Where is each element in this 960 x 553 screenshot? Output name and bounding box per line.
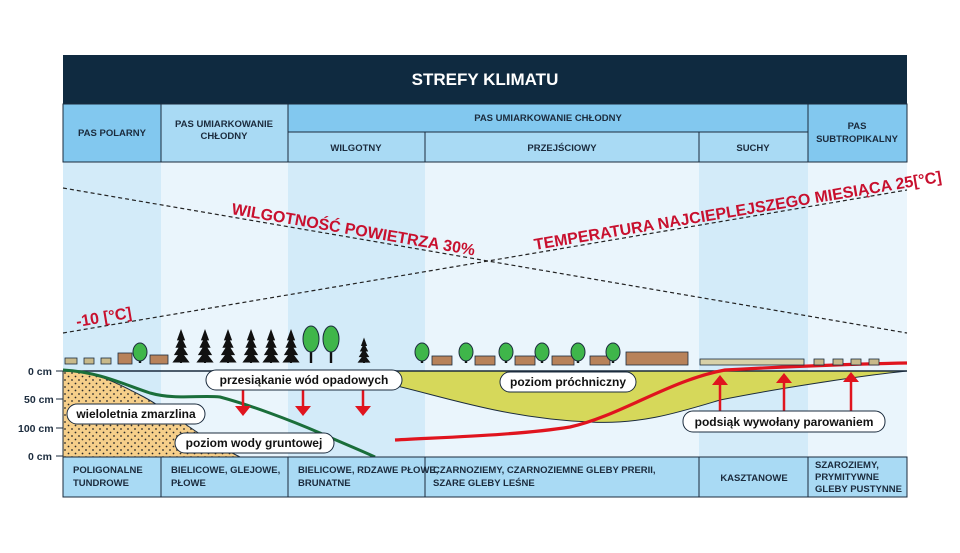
soil-label-cold: BIELICOWE, GLEJOWE,PŁOWE <box>171 465 280 489</box>
depth-label-0: 0 cm <box>28 366 52 378</box>
soil-label-wet: BIELICOWE, RDZAWE PŁOWE,BRUNATNE <box>298 465 438 489</box>
depth-label-100: 100 cm <box>18 423 54 435</box>
diagram-title: STREFY KLIMATU <box>412 70 559 89</box>
temperature-line <box>62 189 908 334</box>
red-arrow-up-icon <box>776 373 792 411</box>
soil-label-dry: KASZTANOWE <box>720 473 787 484</box>
soil-row <box>62 456 908 498</box>
band-subtropical <box>808 162 907 457</box>
deciduous-tree-icon <box>534 342 550 363</box>
capillary-rise-line <box>394 361 908 442</box>
red-arrow-down-icon <box>295 390 311 416</box>
callout-permafrost-text: wieloletnia zmarzlina <box>75 407 196 421</box>
humidity-line <box>62 187 908 334</box>
deciduous-tree-icon <box>458 342 474 363</box>
callout-capillary: podsiąk wywołany parowaniem <box>682 410 886 433</box>
callout-humus: poziom próchniczny <box>499 371 637 393</box>
depth-label-bottom: 0 cm <box>28 451 52 463</box>
callout-groundwater-text: poziom wody gruntowej <box>186 436 323 450</box>
callout-groundwater: poziom wody gruntowej <box>174 432 335 454</box>
conifer-tree-icon <box>357 337 371 363</box>
subzone-label-dry: SUCHY <box>736 143 770 154</box>
conifer-tree-icon <box>242 329 260 363</box>
zone-label-polar: PAS POLARNY <box>78 128 147 139</box>
band-wet <box>288 162 425 457</box>
deciduous-tree-icon <box>498 342 514 363</box>
soil-label-transitional: CZARNOZIEMY, CZARNOZIEMNE GLEBY PRERII,S… <box>433 465 656 489</box>
band-dry <box>699 162 808 457</box>
deciduous-tree-icon <box>302 325 320 363</box>
zone-headers <box>62 103 908 163</box>
surface-rocks <box>64 351 880 366</box>
title-bar <box>63 55 907 104</box>
conifer-tree-icon <box>262 329 280 363</box>
conifer-tree-icon <box>172 329 190 363</box>
deciduous-tree-icon <box>322 325 340 363</box>
arrows <box>235 372 859 416</box>
zone-label-temperate-cool: PAS UMIARKOWANIE CHŁODNY <box>474 113 622 124</box>
red-arrow-down-icon <box>355 390 371 416</box>
subzone-label-transitional: PRZEJŚCIOWY <box>527 142 597 154</box>
red-arrow-up-icon <box>843 372 859 411</box>
red-arrow-down-icon <box>235 390 251 416</box>
callout-percolation-text: przesiąkanie wód opadowych <box>220 373 389 387</box>
callout-humus-text: poziom próchniczny <box>510 375 626 389</box>
deciduous-tree-icon <box>414 342 430 363</box>
depth-label-50: 50 cm <box>24 394 54 406</box>
conifer-tree-icon <box>219 329 237 363</box>
deciduous-tree-icon <box>570 342 586 363</box>
conifer-tree-icon <box>196 329 214 363</box>
subzone-label-wet: WILGOTNY <box>330 143 382 154</box>
trees <box>132 325 621 363</box>
depth-axis: 0 cm 50 cm 100 cm 0 cm <box>18 366 63 463</box>
deciduous-tree-icon <box>132 342 148 363</box>
callout-permafrost: wieloletnia zmarzlina <box>66 403 206 425</box>
callout-capillary-text: podsiąk wywołany parowaniem <box>695 415 874 429</box>
callout-percolation: przesiąkanie wód opadowych <box>205 369 403 391</box>
deciduous-tree-icon <box>605 342 621 363</box>
red-arrow-up-icon <box>712 375 728 411</box>
conifer-tree-icon <box>282 329 300 363</box>
